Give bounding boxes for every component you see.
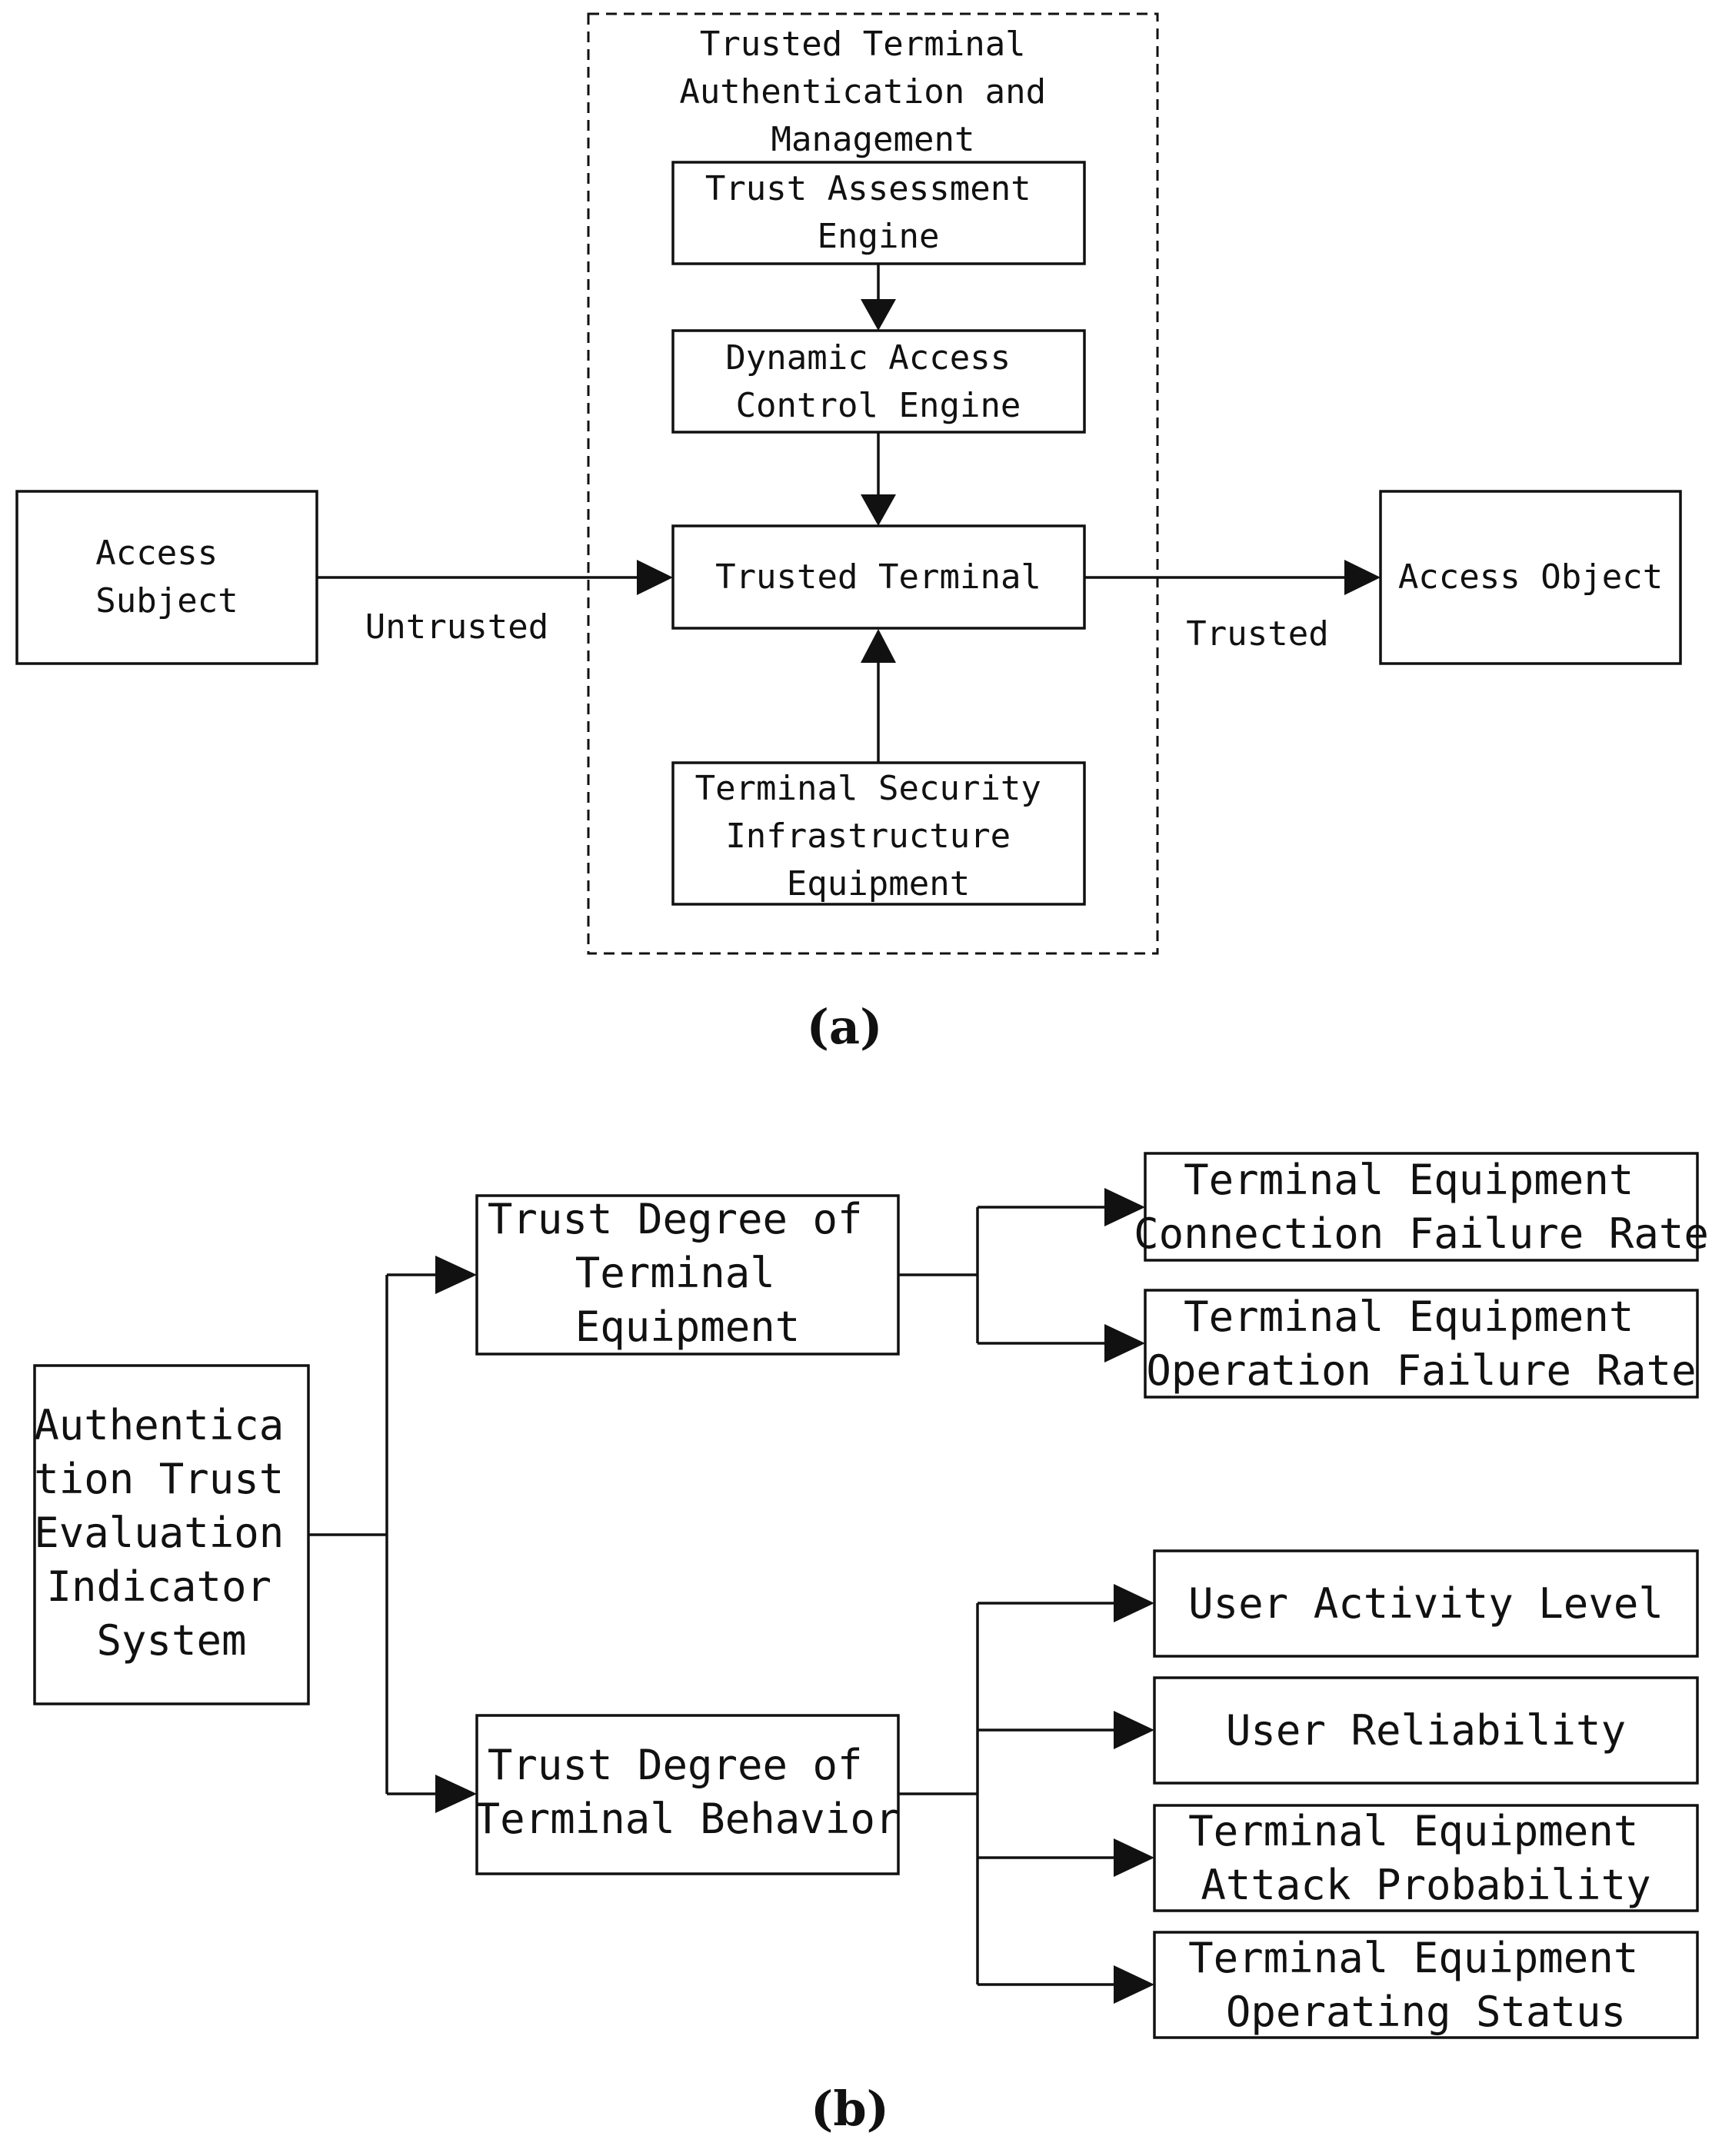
leaf-user-activity-level-label: User Activity Level <box>1188 1579 1664 1628</box>
leaf-user-reliability-label: User Reliability <box>1226 1706 1626 1755</box>
arrowhead-root-to-behavior <box>435 1775 477 1813</box>
leaf-user-activity-level-box <box>1153 1549 1699 1658</box>
access-object-box <box>1379 490 1682 665</box>
terminal-security-infrastructure-box <box>671 761 1086 906</box>
leaf-operation-failure-rate-label: Terminal Equipment Operation Failure Rat… <box>1146 1293 1696 1395</box>
arrowhead-behavior-leaf-2 <box>1114 1711 1154 1749</box>
untrusted-label: Untrusted <box>365 607 548 647</box>
arrowhead-behavior-leaf-1 <box>1114 1584 1154 1622</box>
leaf-operation-failure-rate-box <box>1144 1289 1699 1399</box>
trusted-terminal-label: Trusted Terminal <box>715 557 1041 597</box>
trusted-label: Trusted <box>1186 614 1328 654</box>
root-indicator-system-box <box>33 1364 310 1705</box>
arrowhead-tae-to-dace <box>861 299 896 331</box>
access-subject-label: Access Subject <box>95 534 238 621</box>
access-subject-box <box>15 490 318 665</box>
arrowhead-terminal-to-object <box>1344 560 1381 595</box>
trusted-terminal-box <box>671 524 1086 630</box>
arrowhead-behavior-leaf-4 <box>1114 1965 1154 2004</box>
equipment-branch-label: Trust Degree of Terminal Equipment <box>488 1195 888 1351</box>
trust-assessment-engine-label: Trust Assessment Engine <box>705 169 1051 256</box>
diagram-a: Trusted Terminal Authentication and Mana… <box>15 12 1682 1055</box>
arrowhead-equipment-leaf-2 <box>1104 1324 1145 1362</box>
terminal-security-infrastructure-label: Terminal Security Infrastructure Equipme… <box>695 769 1062 903</box>
leaf-user-reliability-box <box>1153 1676 1699 1785</box>
leaf-attack-probability-box <box>1153 1804 1699 1912</box>
trusted-terminal-auth-group <box>587 12 1159 955</box>
leaf-operating-status-box <box>1153 1931 1699 2039</box>
arrowhead-root-to-equipment <box>435 1256 477 1294</box>
arrowhead-equipment-leaf-1 <box>1104 1188 1145 1226</box>
equipment-branch-box <box>475 1194 900 1356</box>
dynamic-access-control-engine-label: Dynamic Access Control Engine <box>725 338 1031 425</box>
root-indicator-system-label: Authentica tion Trust Evaluation Indicat… <box>34 1401 309 1665</box>
arrowhead-behavior-leaf-3 <box>1114 1838 1154 1877</box>
caption-a: (a) <box>807 999 883 1055</box>
behavior-branch-label: Trust Degree of Terminal Behavior <box>475 1741 901 1843</box>
leaf-connection-failure-rate-box <box>1144 1152 1699 1262</box>
arrowhead-subject-to-terminal <box>637 560 673 595</box>
access-object-label: Access Object <box>1398 557 1663 597</box>
diagram-b: Authentica tion Trust Evaluation Indicat… <box>33 1152 1709 2137</box>
group-title: Trusted Terminal Authentication and Mana… <box>679 25 1066 159</box>
caption-b: (b) <box>811 2081 889 2137</box>
arrowhead-dace-to-terminal <box>861 494 896 526</box>
leaf-connection-failure-rate-label: Terminal Equipment Connection Failure Ra… <box>1134 1156 1709 1258</box>
arrowhead-infra-to-terminal <box>861 629 896 663</box>
leaf-operating-status-label: Terminal Equipment Operating Status <box>1188 1934 1664 2036</box>
leaf-attack-probability-label: Terminal Equipment Attack Probability <box>1188 1807 1664 1909</box>
